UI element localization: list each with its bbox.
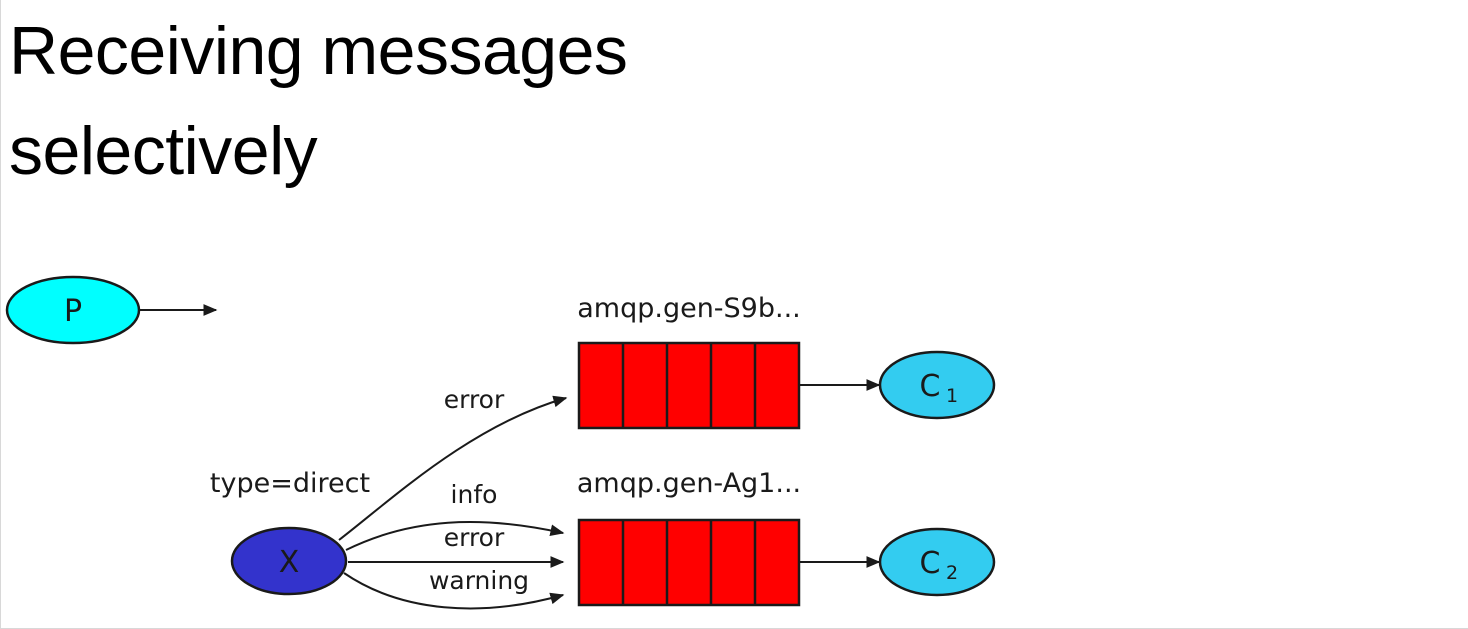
- producer-label: P: [64, 294, 82, 329]
- consumer-c2-subscript: 2: [946, 562, 958, 584]
- producer-node[interactable]: P: [5, 275, 141, 345]
- message-routing-diagram: error info error warning type=direct: [5, 275, 996, 610]
- edge-exchange-to-queue2-error: error: [348, 523, 565, 568]
- queue-box-1[interactable]: amqp.gen-S9b...: [577, 293, 801, 430]
- exchange-ellipse[interactable]: [230, 526, 348, 596]
- consumer-c1-ellipse[interactable]: [878, 350, 996, 420]
- queue-2-body[interactable]: [577, 518, 801, 607]
- binding-key-error-bottom: error: [444, 523, 505, 552]
- edge-exchange-to-queue2-warning: warning: [343, 566, 565, 610]
- binding-key-error-top: error: [444, 385, 505, 414]
- consumer-node-c2[interactable]: C 2: [878, 527, 996, 597]
- binding-key-info: info: [451, 480, 498, 509]
- queue-box-2[interactable]: amqp.gen-Ag1...: [577, 468, 801, 607]
- exchange-node[interactable]: X: [230, 526, 348, 596]
- edge-exchange-to-queue2-info: info: [345, 480, 565, 551]
- consumer-c2-label: C: [920, 546, 941, 581]
- producer-ellipse[interactable]: [5, 275, 141, 345]
- page-title: Receiving messages selectively: [9, 13, 628, 189]
- consumer-c1-label: C: [920, 369, 941, 404]
- binding-key-warning: warning: [429, 566, 529, 595]
- queue-1-body[interactable]: [577, 341, 801, 430]
- queue-1-label: amqp.gen-S9b...: [577, 293, 801, 324]
- edge-exchange-to-queue1-error: error: [338, 385, 568, 541]
- exchange-label: X: [279, 545, 300, 580]
- exchange-type-label: type=direct: [210, 468, 370, 499]
- consumer-c2-ellipse[interactable]: [878, 527, 996, 597]
- consumer-node-c1[interactable]: C 1: [878, 350, 996, 420]
- consumer-c1-subscript: 1: [946, 385, 958, 407]
- queue-2-label: amqp.gen-Ag1...: [577, 468, 801, 499]
